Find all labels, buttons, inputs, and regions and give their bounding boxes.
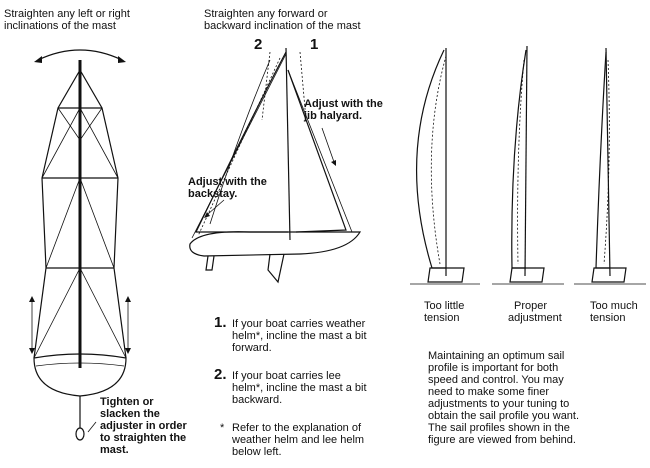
paragraph-line-4: need to make some finer	[428, 386, 550, 398]
hull-rear	[33, 353, 127, 397]
marker-2: 2	[254, 36, 263, 53]
backstay-label-line-1: Adjust with the	[188, 176, 267, 188]
tighten-line-5: mast.	[100, 444, 129, 456]
middle-title-line-1: Straighten any forward or	[204, 8, 328, 20]
mast-side	[285, 47, 291, 241]
paragraph-line-7: The sail profiles shown in the	[428, 422, 570, 434]
tighten-line-2: slacken the	[100, 408, 160, 420]
footnote-line-2: weather helm and lee helm	[232, 434, 365, 446]
paragraph-line-2: profile is important for both	[428, 362, 559, 374]
paragraph-line-3: speed and control. You may	[428, 374, 564, 386]
paragraph-line-1: Maintaining an optimum sail	[428, 350, 565, 362]
mast-rear-view	[29, 49, 131, 441]
backstay-label-line-2: backstay.	[188, 188, 238, 200]
profile-too-much	[574, 47, 646, 285]
caption-proper-2: adjustment	[508, 312, 562, 324]
paragraph-line-8: figure are viewed from behind.	[428, 434, 576, 446]
tighten-line-4: to straighten the	[100, 432, 187, 444]
caption-too-little-1: Too little	[424, 300, 465, 312]
caption-too-little-2: tension	[424, 312, 460, 324]
jib	[287, 69, 347, 233]
caption-too-much-2: tension	[590, 312, 626, 324]
marker-1: 1	[310, 36, 319, 53]
jib-label-line-1: Adjust with the	[304, 98, 383, 110]
note-2-number: 2.	[214, 366, 227, 383]
profile-too-little	[410, 48, 480, 285]
profile-proper	[492, 45, 564, 285]
note-1-line-2: helm*, incline the mast a bit	[232, 330, 367, 342]
left-title-line-2: inclinations of the mast	[4, 20, 116, 32]
middle-title-line-2: backward inclination of the mast	[204, 20, 361, 32]
paragraph-line-5: adjustments to your tuning to	[428, 398, 570, 410]
mainsail	[195, 51, 288, 233]
note-2-line-1: If your boat carries lee	[232, 370, 341, 382]
caption-too-much-1: Too much	[590, 300, 638, 312]
paragraph-line-6: obtain the sail profile you want.	[428, 410, 580, 422]
footnote-line-1: Refer to the explanation of	[232, 422, 362, 434]
note-2-line-3: backward.	[232, 394, 283, 406]
keel-bulb	[75, 427, 85, 441]
left-title-line-1: Straighten any left or right	[4, 8, 130, 20]
boat-side-view	[189, 47, 362, 284]
note-1-line-3: forward.	[232, 342, 272, 354]
footnote-star: *	[220, 422, 225, 434]
tighten-line-1: Tighten or	[100, 396, 154, 408]
caption-proper-1: Proper	[514, 300, 548, 312]
tilt-arrow	[37, 49, 123, 61]
footnote-line-3: below left.	[232, 446, 282, 458]
hull-side	[189, 231, 362, 257]
jib-label-line-2: jib halyard.	[304, 110, 363, 122]
tighten-line-3: adjuster in order	[100, 420, 187, 432]
note-2-line-2: helm*, incline the mast a bit	[232, 382, 367, 394]
note-1-number: 1.	[214, 314, 227, 331]
note-1-line-1: If your boat carries weather	[232, 318, 366, 330]
